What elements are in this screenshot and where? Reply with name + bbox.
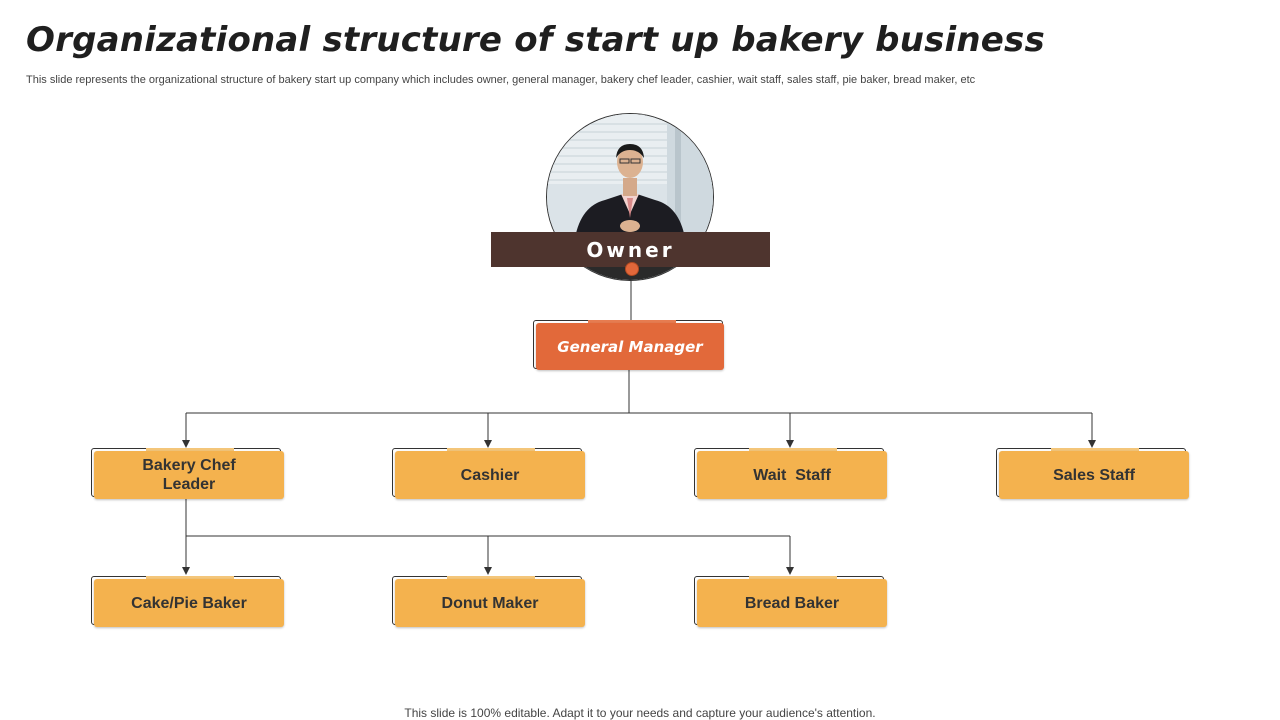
owner-node: Owner: [491, 232, 770, 267]
bakery-chef-leader-node: Bakery Chef Leader: [91, 448, 284, 499]
general-manager-label: General Manager: [536, 323, 724, 370]
bread-baker-label: Bread Baker: [697, 579, 887, 627]
donut-maker-label: Donut Maker: [395, 579, 585, 627]
node-tab: [447, 576, 535, 579]
node-tab: [146, 576, 234, 579]
donut-maker-node: Donut Maker: [392, 576, 585, 627]
owner-connector-dot: [625, 262, 639, 276]
wait-staff-node: Wait Staff: [694, 448, 887, 499]
sales-staff-label: Sales Staff: [999, 451, 1189, 499]
node-tab: [749, 448, 837, 451]
cashier-label: Cashier: [395, 451, 585, 499]
node-tab: [1051, 448, 1139, 451]
sales-staff-node: Sales Staff: [996, 448, 1189, 499]
cashier-node: Cashier: [392, 448, 585, 499]
wait-staff-label: Wait Staff: [697, 451, 887, 499]
node-tab: [588, 320, 676, 323]
bakery-chef-leader-label: Bakery Chef Leader: [94, 451, 284, 499]
page-title: Organizational structure of start up bak…: [26, 20, 1045, 60]
bread-baker-node: Bread Baker: [694, 576, 887, 627]
node-tab: [146, 448, 234, 451]
cake-pie-baker-node: Cake/Pie Baker: [91, 576, 284, 627]
cake-pie-baker-label: Cake/Pie Baker: [94, 579, 284, 627]
node-tab: [447, 448, 535, 451]
page-subtitle: This slide represents the organizational…: [26, 74, 976, 86]
general-manager-node: General Manager: [533, 320, 724, 370]
node-tab: [749, 576, 837, 579]
slide-footer: This slide is 100% editable. Adapt it to…: [404, 706, 876, 720]
